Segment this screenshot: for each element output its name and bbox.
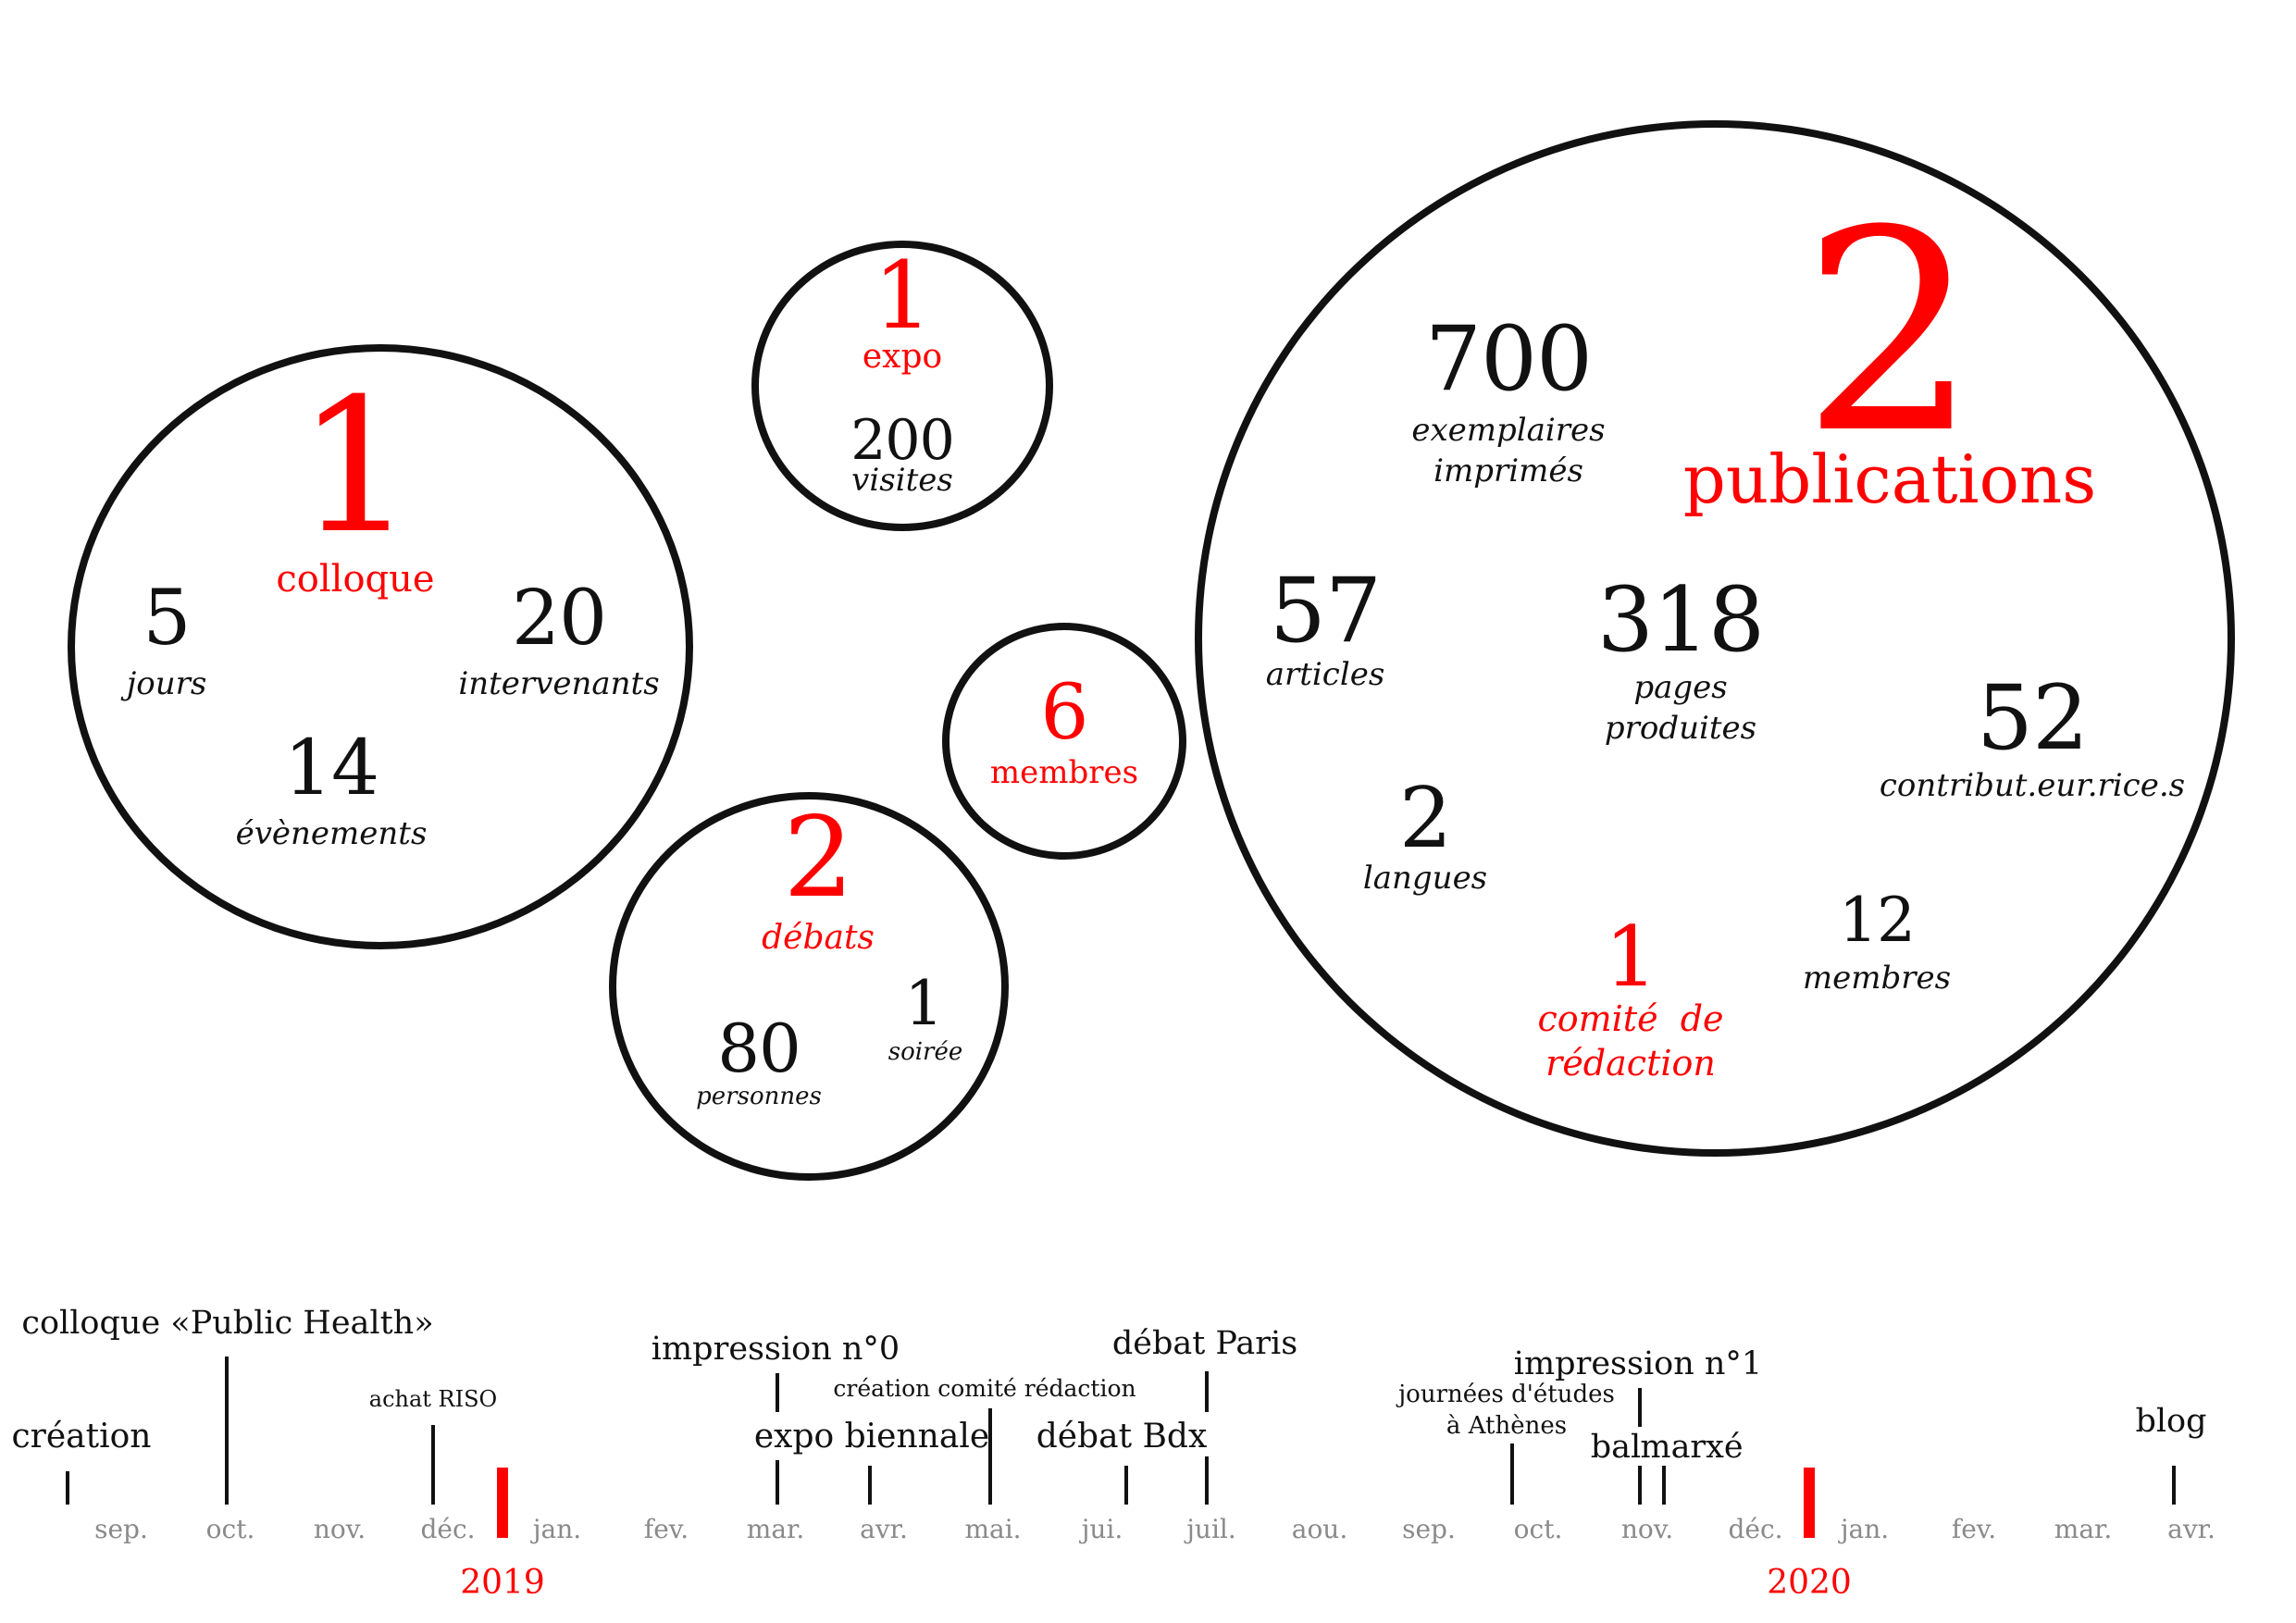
event-creation-comite: création comité rédaction	[833, 1375, 1136, 1402]
colloque-speakers-value: 20	[511, 575, 607, 663]
membres-label: membres	[989, 754, 1139, 791]
colloque-count: 1	[296, 359, 415, 575]
publications-committee-label-2: rédaction	[1545, 1043, 1716, 1084]
event-tick-bal	[1638, 1466, 1642, 1505]
event-tick-marxe	[1662, 1466, 1666, 1505]
event-achat-riso: achat RISO	[368, 1386, 498, 1412]
publications-count: 2	[1802, 171, 1979, 494]
month-label: déc.	[1728, 1514, 1783, 1544]
event-tick-creation-comite	[988, 1408, 992, 1505]
event-creation: création	[11, 1418, 152, 1456]
colloque-events-label: évènements	[235, 815, 428, 852]
colloque-label: colloque	[276, 558, 435, 601]
publications-copies-label-1: exemplaires	[1411, 412, 1606, 449]
month-label: jan.	[532, 1514, 582, 1544]
month-label: fev.	[643, 1514, 689, 1544]
publications-pages-label-2: produites	[1604, 710, 1757, 747]
year-label-2019: 2019	[460, 1564, 545, 1602]
publications-articles-label: articles	[1265, 656, 1385, 693]
publications-members-label: membres	[1802, 960, 1952, 997]
event-tick-blog	[2172, 1466, 2176, 1505]
membres-circle	[942, 623, 1186, 860]
colloque-days-value: 5	[143, 575, 191, 663]
event-tick-debat-bdx	[1124, 1466, 1128, 1505]
expo-visits-label: visites	[851, 462, 953, 499]
event-journees-1: journées d'études	[1398, 1381, 1615, 1408]
debats-evening-value: 1	[904, 968, 944, 1039]
event-tick-impression-1	[1638, 1388, 1642, 1427]
month-label: mar.	[746, 1514, 805, 1544]
publications-committee-value: 1	[1604, 909, 1657, 1006]
event-journees-2: à Athènes	[1446, 1412, 1568, 1440]
event-bal: bal	[1590, 1429, 1642, 1466]
month-label: jui.	[1081, 1514, 1123, 1544]
expo-label: expo	[862, 338, 943, 376]
event-tick-colloque	[225, 1357, 229, 1505]
event-blog: blog	[2135, 1403, 2207, 1440]
event-tick-debat-paris	[1205, 1371, 1209, 1412]
event-tick-avr	[868, 1466, 872, 1505]
publications-languages-label: langues	[1362, 860, 1488, 897]
debats-people-value: 80	[717, 1010, 801, 1087]
month-label: mar.	[2054, 1514, 2113, 1544]
month-label: nov.	[313, 1514, 366, 1544]
publications-label: publications	[1682, 440, 2097, 518]
event-colloque: colloque «Public Health»	[21, 1305, 434, 1342]
month-label: oct.	[1513, 1514, 1563, 1544]
expo-circle	[751, 241, 1053, 531]
debats-label: débats	[762, 919, 875, 957]
month-label: déc.	[420, 1514, 476, 1544]
publications-languages-value: 2	[1398, 770, 1452, 867]
event-tick-juil	[1205, 1456, 1209, 1505]
publications-contributors-value: 52	[1976, 666, 2089, 770]
publications-pages-label-1: pages	[1633, 669, 1728, 706]
month-label: avr.	[860, 1514, 908, 1544]
month-label: nov.	[1620, 1514, 1674, 1544]
month-label: mai.	[964, 1514, 1022, 1544]
event-marxe: marxé	[1640, 1429, 1744, 1466]
event-tick-journees	[1510, 1443, 1514, 1505]
event-impression-0: impression n°0	[651, 1331, 900, 1368]
event-debat-bdx: débat Bdx	[1036, 1418, 1208, 1456]
publications-copies-label-2: imprimés	[1433, 452, 1583, 489]
colloque-speakers-label: intervenants	[458, 665, 660, 702]
publications-copies-value: 700	[1424, 307, 1593, 411]
publications-articles-value: 57	[1269, 559, 1382, 663]
event-tick-expo-biennale	[776, 1460, 779, 1505]
event-impression-1: impression n°1	[1513, 1345, 1763, 1382]
month-label: sep.	[1402, 1514, 1456, 1544]
month-label: jan.	[1840, 1514, 1890, 1544]
event-expo-biennale: expo biennale	[753, 1418, 990, 1456]
publications-committee-label-1: comité de	[1537, 998, 1724, 1039]
colloque-days-label: jours	[126, 665, 207, 702]
year-marker-2019	[497, 1468, 508, 1538]
expo-count: 1	[873, 242, 933, 350]
month-label: aou.	[1291, 1514, 1348, 1544]
event-debat-paris: débat Paris	[1111, 1325, 1298, 1362]
membres-count: 6	[1040, 669, 1088, 757]
year-marker-2020	[1804, 1468, 1815, 1538]
debats-count: 2	[783, 794, 853, 923]
debats-evening-label: soirée	[887, 1038, 963, 1066]
event-tick-impression-0	[776, 1373, 779, 1412]
publications-contributors-label: contribut.eur.rice.s	[1879, 767, 2186, 804]
debats-circle	[609, 792, 1009, 1181]
colloque-circle	[68, 344, 693, 949]
year-label-2020: 2020	[1767, 1564, 1852, 1602]
month-label: juil.	[1186, 1514, 1236, 1544]
event-tick-creation	[66, 1471, 69, 1505]
month-label: fev.	[1951, 1514, 1997, 1544]
month-label: avr.	[2167, 1514, 2215, 1544]
event-tick-achat-riso	[431, 1425, 435, 1505]
debats-people-label: personnes	[696, 1083, 822, 1110]
month-label: oct.	[205, 1514, 255, 1544]
publications-pages-value: 318	[1596, 568, 1765, 672]
publications-members-value: 12	[1839, 885, 1916, 956]
colloque-events-value: 14	[283, 725, 379, 812]
month-label: sep.	[94, 1514, 148, 1544]
publications-circle	[1195, 120, 2235, 1157]
expo-visits-value: 200	[850, 408, 955, 473]
